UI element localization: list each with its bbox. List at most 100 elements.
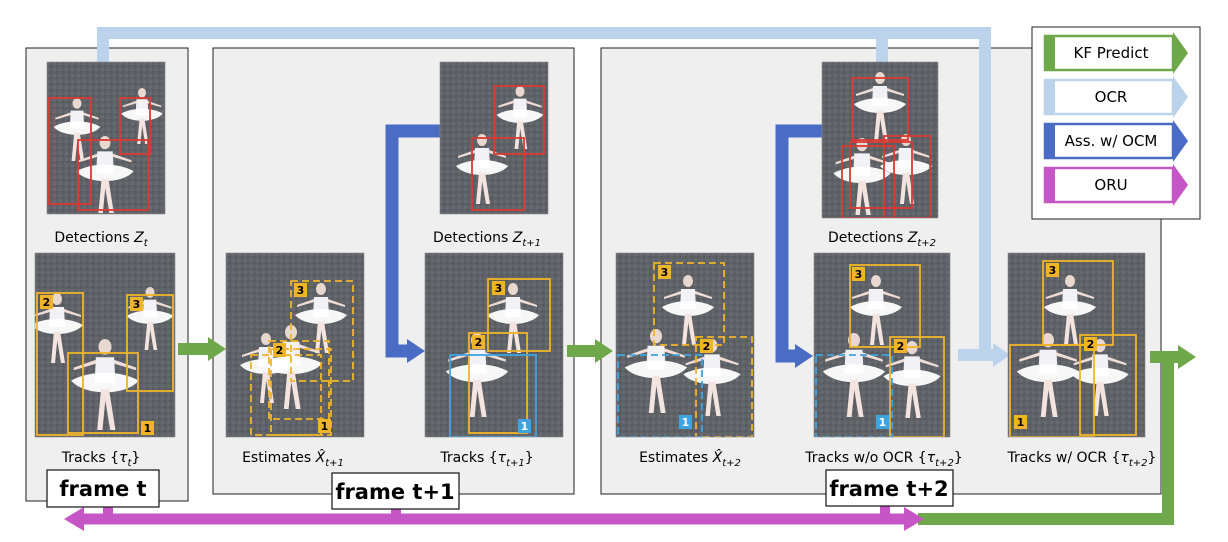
- photo-tracks-without-ocr: 321: [813, 252, 951, 438]
- photo-background: [814, 253, 950, 437]
- id-badge: [40, 295, 53, 309]
- estimate-box: [270, 348, 332, 436]
- id-badge: [294, 283, 307, 297]
- id-badge-number: 3: [297, 284, 305, 297]
- id-badge: [518, 419, 531, 433]
- detection-box: [851, 77, 909, 141]
- id-badge: [1014, 415, 1027, 429]
- id-badge: [1084, 337, 1097, 351]
- kf-arrowhead-3: [1178, 345, 1196, 369]
- oru-arrowhead-left: [64, 507, 84, 531]
- id-badge-number: 1: [144, 422, 152, 435]
- id-badge-number: 3: [855, 268, 863, 281]
- id-badge: [1046, 263, 1059, 277]
- legend-swatch-tail: [1045, 36, 1055, 70]
- id-badge-number: 1: [521, 420, 529, 433]
- track-box: [1079, 334, 1137, 436]
- caption-detections-t1: Detections Zt+1: [433, 230, 541, 249]
- id-badge-number: 1: [682, 416, 690, 429]
- photo-estimates-t1: 3 2 1: [225, 252, 365, 438]
- kf-arrowhead-2: [595, 339, 613, 363]
- lost-track-box: [449, 354, 537, 437]
- frame-t-label-box: [46, 469, 160, 508]
- ocm-connector-t2: [775, 124, 822, 363]
- estimate-box: [695, 336, 753, 437]
- id-badge: [852, 267, 865, 281]
- frame-t1-label-box: [331, 472, 460, 510]
- id-badge-number: 1: [1017, 416, 1025, 429]
- track-box: [67, 352, 139, 434]
- id-badge: [876, 415, 889, 429]
- id-badge-number: 2: [43, 296, 51, 309]
- caption-tracks-with-ocr: Tracks w/ OCR {τt+2}: [1007, 450, 1157, 469]
- id-badge-number: 2: [475, 336, 483, 349]
- id-badge-number: 3: [661, 266, 669, 279]
- legend-arrowhead: [1173, 120, 1188, 162]
- legend-swatch-tail: [1045, 168, 1055, 202]
- kf-arrowhead-1: [208, 337, 226, 361]
- legend-swatch: [1043, 122, 1175, 160]
- caption-tracks-without-ocr: Tracks w/o OCR {τt+2}: [804, 450, 962, 469]
- legend-swatch-tail: [1045, 124, 1055, 158]
- id-badge: [130, 297, 143, 311]
- id-badge: [318, 419, 331, 433]
- oru-arrowhead-right: [904, 507, 924, 531]
- track-box: [468, 332, 528, 434]
- track-box: [849, 264, 921, 348]
- track-box: [889, 336, 945, 437]
- legend-item-ocr: OCR: [1043, 76, 1188, 118]
- caption-tracks-t: Tracks {τt}: [61, 450, 141, 469]
- legend-swatch: [1043, 166, 1175, 204]
- id-badge: [894, 339, 907, 353]
- legend-swatch: [1043, 34, 1175, 72]
- ocm-connector-t1: [385, 124, 440, 358]
- frame-t-label: frame t: [59, 477, 146, 501]
- ocr-connector: [97, 27, 991, 355]
- id-badge: [273, 343, 286, 357]
- caption-detections-t2: Detections Zt+2: [828, 230, 936, 249]
- estimate-box: [653, 262, 725, 346]
- legend-swatch-tail: [1045, 80, 1055, 114]
- track-box: [36, 292, 84, 436]
- id-badge-number: 1: [879, 416, 887, 429]
- legend-label: Ass. w/ OCM: [1065, 132, 1158, 150]
- detection-box: [119, 97, 151, 155]
- caption-detections-t: Detections Zt: [54, 230, 148, 249]
- legend-arrowhead: [1173, 32, 1188, 74]
- photo-tracks-with-ocr: 3 2 1: [1007, 252, 1146, 438]
- id-badge-number: 3: [1049, 264, 1057, 277]
- track-box: [126, 294, 174, 392]
- frame-t2-label-box: [825, 469, 954, 507]
- photo-background: [425, 253, 563, 437]
- caption-estimates-t2: Estimates X̂t+2: [639, 449, 741, 469]
- id-badge: [679, 415, 692, 429]
- detection-box: [471, 137, 525, 211]
- legend-label: ORU: [1094, 176, 1127, 194]
- caption-tracks-t1: Tracks {τt+1}: [439, 450, 533, 469]
- id-badge: [141, 421, 154, 435]
- photo-detections-t1: [439, 61, 549, 215]
- id-badge-number: 1: [321, 420, 329, 433]
- id-badge-number: 2: [1087, 338, 1095, 351]
- legend-arrowhead: [1173, 76, 1188, 118]
- detection-box: [77, 139, 149, 211]
- photo-tracks-t1: 3 2 1: [424, 252, 564, 438]
- estimate-box: [290, 280, 354, 382]
- ocm-arrowhead-t2: [795, 344, 813, 368]
- photo-estimates-t2: 3 2 1: [615, 252, 755, 438]
- ocm-arrowhead-t1: [407, 339, 425, 363]
- id-badge-number: 2: [276, 344, 284, 357]
- legend-label: OCR: [1095, 88, 1128, 106]
- photo-detections-t2: [821, 61, 939, 219]
- track-box: [487, 278, 551, 352]
- legend-label: KF Predict: [1074, 44, 1149, 62]
- caption-estimates-t1: Estimates X̂t+1: [242, 449, 344, 469]
- frame-t1-label: frame t+1: [335, 480, 454, 504]
- id-badge-number: 2: [703, 340, 711, 353]
- detection-box: [841, 145, 895, 218]
- frame-t2-label: frame t+2: [829, 477, 948, 501]
- detection-box: [849, 141, 913, 209]
- id-badge-number: 3: [495, 282, 503, 295]
- detection-box: [883, 135, 931, 218]
